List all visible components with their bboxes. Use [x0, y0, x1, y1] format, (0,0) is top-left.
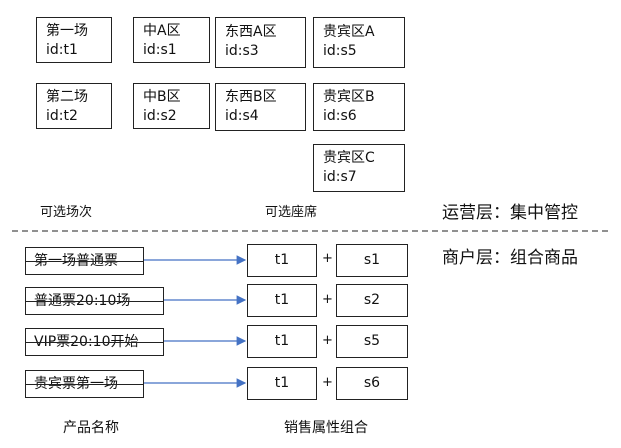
combo-seat-1: s1	[336, 244, 408, 277]
plus-sign: +	[322, 251, 333, 266]
seat-id: id:s5	[323, 43, 357, 59]
seat-id: id:s4	[225, 108, 259, 124]
seat-box-s5: 贵宾区A id:s5	[313, 17, 405, 68]
product-box-2: 普通票20:10场	[25, 287, 164, 315]
seat-name: 贵宾区C	[323, 150, 375, 166]
seat-box-s6: 贵宾区B id:s6	[313, 83, 405, 131]
layer-label-ops: 运营层：集中管控	[442, 203, 578, 223]
combo-seat-4: s6	[336, 367, 408, 400]
product-box-4: 贵宾票第一场	[25, 370, 144, 398]
session-box-t2: 第二场 id:t2	[36, 83, 112, 129]
caption-sessions: 可选场次	[40, 205, 93, 220]
seat-box-s2: 中B区 id:s2	[133, 83, 210, 129]
combo-session-4: t1	[247, 367, 317, 400]
combo-session-3: t1	[247, 325, 317, 358]
session-id: id:t2	[46, 108, 78, 124]
product-box-3: VIP票20:10开始	[25, 328, 164, 356]
session-id: id:t1	[46, 42, 78, 58]
seat-id: id:s1	[143, 42, 177, 58]
seat-id: id:s6	[323, 108, 357, 124]
plus-sign: +	[322, 333, 333, 348]
seat-name: 贵宾区A	[323, 24, 375, 40]
strikethrough-line	[26, 261, 143, 262]
combo-session-2: t1	[247, 284, 317, 317]
caption-products: 产品名称	[63, 420, 119, 436]
seat-name: 贵宾区B	[323, 89, 375, 105]
seat-name: 中A区	[143, 23, 181, 39]
seat-box-s1: 中A区 id:s1	[133, 17, 210, 63]
session-box-t1: 第一场 id:t1	[36, 17, 112, 63]
plus-sign: +	[322, 292, 333, 307]
session-name: 第二场	[46, 89, 88, 105]
combo-session-1: t1	[247, 244, 317, 277]
combo-seat-3: s5	[336, 325, 408, 358]
layer-label-merchant: 商户层：组合商品	[442, 248, 578, 268]
caption-combos: 销售属性组合	[284, 420, 368, 436]
seat-box-s4: 东西B区 id:s4	[215, 83, 306, 131]
session-name: 第一场	[46, 23, 88, 39]
product-box-1: 第一场普通票	[25, 247, 144, 275]
seat-id: id:s2	[143, 108, 177, 124]
seat-box-s7: 贵宾区C id:s7	[313, 144, 405, 192]
strikethrough-line	[26, 342, 163, 343]
strikethrough-line	[26, 301, 163, 302]
plus-sign: +	[322, 375, 333, 390]
seat-name: 东西B区	[225, 89, 277, 105]
caption-seats: 可选座席	[265, 205, 318, 220]
seat-name: 中B区	[143, 89, 181, 105]
combo-seat-2: s2	[336, 284, 408, 317]
seat-name: 东西A区	[225, 24, 277, 40]
seat-id: id:s3	[225, 43, 259, 59]
seat-box-s3: 东西A区 id:s3	[215, 17, 306, 68]
seat-id: id:s7	[323, 169, 357, 185]
strikethrough-line	[26, 384, 143, 385]
